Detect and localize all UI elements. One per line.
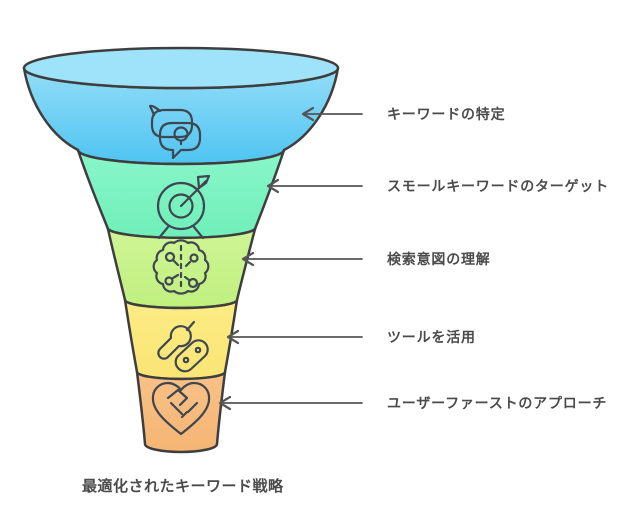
heart-outline	[151, 381, 211, 436]
arrow-left-icon	[241, 251, 255, 267]
arrow-left-icon	[301, 106, 315, 122]
stage-label-5: ユーザーファーストのアプローチ	[387, 395, 607, 411]
brain-node	[187, 277, 199, 289]
stage-label-3: 検索意図の理解	[387, 251, 491, 267]
chat-back-bubble-tail	[148, 104, 162, 117]
arrow-left-icon	[226, 329, 240, 345]
brain-node	[164, 276, 174, 286]
multitool-body	[174, 339, 209, 373]
connector-stage-3	[241, 251, 363, 267]
brain-node	[189, 253, 199, 263]
funnel-stage-4	[123, 298, 239, 381]
wrench-jaw	[185, 320, 196, 332]
target-legs	[157, 225, 205, 240]
handshake-hands	[166, 388, 189, 407]
multitool-dot	[194, 346, 202, 354]
connector-stage-4	[226, 329, 363, 345]
label-connectors	[218, 106, 363, 411]
stage-label-4: ツールを活用	[387, 329, 476, 345]
funnel-rim	[22, 46, 340, 90]
brain-outline	[152, 239, 210, 295]
handshake-grip	[169, 401, 184, 416]
brain-traces	[171, 259, 192, 282]
handshake-fingers	[180, 401, 199, 419]
stage-label-2: スモールキーワードのターゲット	[387, 178, 609, 194]
wrench	[157, 325, 192, 360]
target-inner-ring	[168, 193, 194, 219]
target-outer-ring	[156, 181, 206, 231]
arrow-left-icon	[266, 178, 280, 194]
arrow-left-icon	[218, 395, 232, 411]
diagram-title: 最適化されたキーワード戦略	[82, 477, 284, 495]
connector-stage-5	[218, 395, 363, 411]
target-arrow-icon	[156, 174, 211, 240]
chat-back-bubble	[150, 108, 194, 139]
stage-label-1: キーワードの特定	[387, 106, 505, 122]
brain-node	[164, 251, 176, 263]
connector-stage-2	[266, 178, 363, 194]
connector-stage-1	[301, 106, 363, 122]
heart-handshake-icon	[151, 381, 211, 436]
dart-fletching	[196, 174, 211, 190]
chat-front-bubble	[158, 121, 202, 160]
chat-idea-icon	[148, 104, 202, 160]
tools-icon	[157, 320, 209, 373]
brain-circuit-icon	[152, 239, 210, 295]
multitool-dot	[182, 356, 190, 364]
